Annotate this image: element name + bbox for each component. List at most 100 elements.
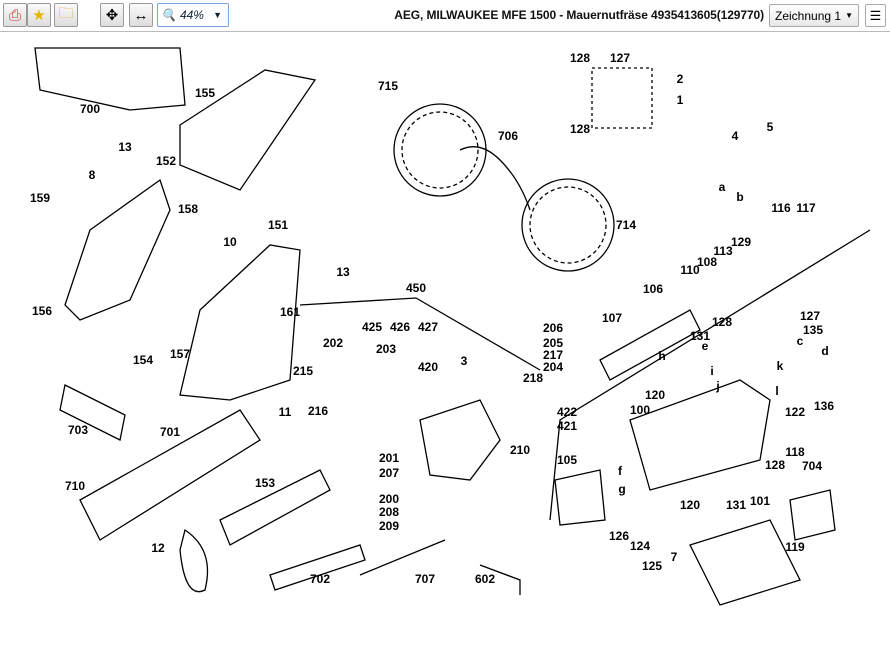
part-label[interactable]: 136 (814, 399, 834, 413)
part-label[interactable]: 218 (523, 371, 543, 385)
numbered-list-icon[interactable]: ☰ (865, 4, 886, 27)
part-label[interactable]: 117 (796, 201, 816, 215)
part-label[interactable]: 153 (255, 476, 275, 490)
part-label[interactable]: k (777, 359, 784, 373)
part-label[interactable]: 707 (415, 572, 435, 586)
part-label[interactable]: 106 (643, 282, 663, 296)
part-label[interactable]: 700 (80, 102, 100, 116)
part-label[interactable]: 10 (223, 235, 237, 249)
part-label[interactable]: b (736, 190, 743, 204)
part-label[interactable]: 215 (293, 364, 313, 378)
part-label[interactable]: 8 (89, 168, 96, 182)
part-label[interactable]: 216 (308, 404, 328, 418)
part-label[interactable]: 450 (406, 281, 426, 295)
part-label[interactable]: 200 (379, 492, 399, 506)
part-label[interactable]: 155 (195, 86, 215, 100)
part-label[interactable]: 422 (557, 405, 577, 419)
part-label[interactable]: h (658, 349, 665, 363)
part-label[interactable]: 205 (543, 336, 563, 350)
part-label[interactable]: 1 (677, 93, 684, 107)
part-label[interactable]: 131 (726, 498, 746, 512)
part-label[interactable]: 120 (680, 498, 700, 512)
part-label[interactable]: f (618, 464, 623, 478)
part-label[interactable]: 159 (30, 191, 50, 205)
part-label[interactable]: 208 (379, 505, 399, 519)
part-label[interactable]: 156 (32, 304, 52, 318)
part-label[interactable]: 152 (156, 154, 176, 168)
part-label[interactable]: l (775, 384, 778, 398)
part-label[interactable]: 105 (557, 453, 577, 467)
part-label[interactable]: 161 (280, 305, 300, 319)
part-label[interactable]: i (710, 364, 713, 378)
part-label[interactable]: 158 (178, 202, 198, 216)
part-label[interactable]: 427 (418, 320, 438, 334)
part-label[interactable]: 127 (800, 309, 820, 323)
part-label[interactable]: 118 (785, 445, 805, 459)
part-label[interactable]: 210 (510, 443, 530, 457)
part-label[interactable]: 11 (279, 405, 292, 419)
part-label[interactable]: 108 (697, 255, 717, 269)
part-label[interactable]: 128 (765, 458, 785, 472)
part-label[interactable]: 209 (379, 519, 399, 533)
part-label[interactable]: 207 (379, 466, 399, 480)
part-label[interactable]: 204 (543, 360, 563, 374)
part-label[interactable]: 706 (498, 129, 518, 143)
part-label[interactable]: 2 (677, 72, 684, 86)
part-label[interactable]: 101 (750, 494, 770, 508)
part-label[interactable]: 151 (268, 218, 288, 232)
part-label[interactable]: 702 (310, 572, 330, 586)
part-label[interactable]: 704 (802, 459, 822, 473)
part-label[interactable]: 3 (461, 354, 468, 368)
part-label[interactable]: 128 (570, 51, 590, 65)
part-label[interactable]: 13 (336, 265, 350, 279)
part-label[interactable]: 425 (362, 320, 382, 334)
part-label[interactable]: 4 (732, 129, 739, 143)
part-label[interactable]: 125 (642, 559, 662, 573)
drawing-select[interactable]: Zeichnung 1▼ (769, 4, 859, 27)
part-label[interactable]: 426 (390, 320, 410, 334)
part-label[interactable]: d (821, 344, 828, 358)
part-label[interactable]: e (702, 339, 709, 353)
part-label[interactable]: 421 (557, 419, 577, 433)
part-label[interactable]: 120 (645, 388, 665, 402)
part-label[interactable]: 100 (630, 403, 650, 417)
part-label[interactable]: 715 (378, 79, 398, 93)
part-label[interactable]: 116 (771, 201, 791, 215)
part-label[interactable]: 157 (170, 347, 190, 361)
part-label[interactable]: 714 (616, 218, 636, 232)
part-label[interactable]: 217 (543, 348, 563, 362)
move-arrows-icon[interactable]: ✥ (100, 3, 124, 27)
part-label[interactable]: 122 (785, 405, 805, 419)
part-label[interactable]: 154 (133, 353, 153, 367)
part-label[interactable]: 113 (713, 244, 733, 258)
part-label[interactable]: 13 (118, 140, 132, 154)
pdf-icon[interactable]: ⎙ (3, 3, 27, 27)
part-label[interactable]: 128 (570, 122, 590, 136)
part-label[interactable]: 206 (543, 321, 563, 335)
part-label[interactable]: 420 (418, 360, 438, 374)
part-label[interactable]: 701 (160, 425, 180, 439)
part-label[interactable]: 129 (731, 235, 751, 249)
folder-star-icon[interactable]: 🗀 (54, 3, 78, 27)
part-label[interactable]: g (618, 482, 625, 496)
part-label[interactable]: 124 (630, 539, 650, 553)
fit-width-icon[interactable]: ↔ (129, 3, 153, 27)
part-label[interactable]: 127 (610, 51, 630, 65)
part-label[interactable]: 135 (803, 323, 823, 337)
part-label[interactable]: 703 (68, 423, 88, 437)
part-label[interactable]: 131 (690, 329, 710, 343)
part-label[interactable]: c (797, 334, 804, 348)
part-label[interactable]: 110 (680, 263, 700, 277)
part-label[interactable]: 710 (65, 479, 85, 493)
part-label[interactable]: j (715, 379, 719, 393)
part-label[interactable]: 128 (712, 315, 732, 329)
part-label[interactable]: 12 (151, 541, 165, 555)
part-label[interactable]: 203 (376, 342, 396, 356)
part-label[interactable]: 7 (671, 550, 678, 564)
star-icon[interactable]: ★ (27, 3, 51, 27)
part-label[interactable]: 107 (602, 311, 622, 325)
zoom-select[interactable]: 🔍44%▼ (157, 3, 229, 27)
part-label[interactable]: 202 (323, 336, 343, 350)
part-label[interactable]: 5 (767, 120, 774, 134)
part-label[interactable]: 119 (785, 540, 805, 554)
